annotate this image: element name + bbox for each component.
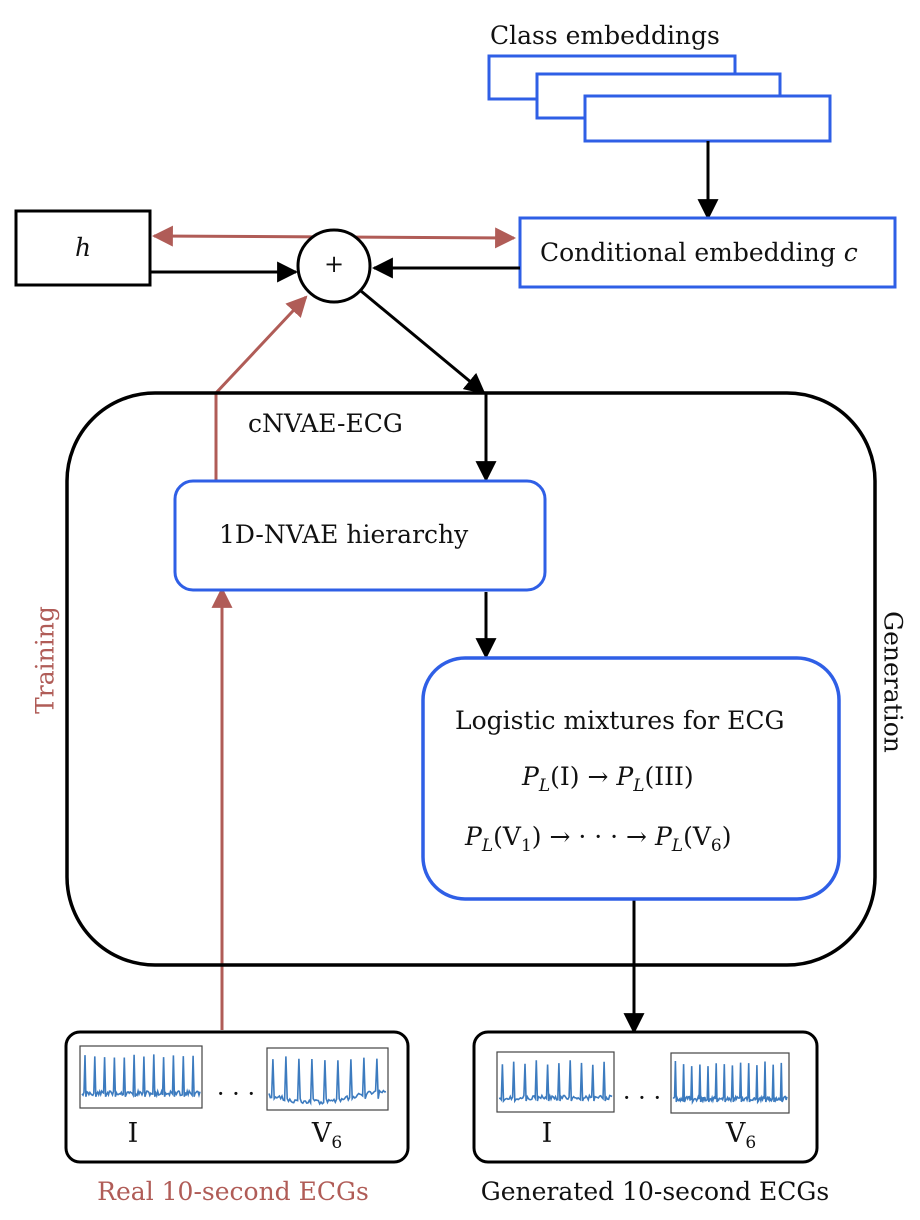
- nvae-hierarchy-label: 1D-NVAE hierarchy: [219, 520, 469, 549]
- sum-node: [296, 228, 372, 304]
- generated-ecg-lead-i: I: [541, 1118, 553, 1149]
- real-lead-v: V: [311, 1118, 332, 1149]
- training-label: Training: [30, 606, 60, 714]
- eq1-b: (III): [644, 762, 694, 791]
- generated-ecg-caption: Generated 10-second ECGs: [480, 1177, 830, 1206]
- eq2-a-sub: 1: [520, 836, 532, 856]
- class-embedding-box-3: [583, 94, 832, 143]
- eq2-b-sub: 6: [710, 836, 722, 856]
- sum-symbol: +: [323, 250, 345, 278]
- nvae-hierarchy-box: [173, 479, 547, 592]
- cnvae-container: [65, 391, 877, 967]
- eq1-sub-1: L: [539, 776, 550, 796]
- real-ecg-plot-lead-i: [79, 1045, 203, 1109]
- generation-label: Generation: [878, 611, 908, 753]
- arrow-sum-to-cnvae: [360, 289, 486, 395]
- generated-ecg-ellipsis: · · ·: [622, 1084, 662, 1112]
- generated-ecg-lead-v6: V6: [726, 1118, 756, 1153]
- eq1-p2: P: [616, 762, 634, 791]
- eq1-sub-1-text: L: [538, 776, 551, 796]
- conditional-embedding-var: c: [843, 238, 858, 267]
- conditional-embedding-box: [518, 216, 897, 289]
- generated-ecg-plot-lead-v6: [670, 1052, 790, 1114]
- eq2-sub-2-text: L: [671, 836, 684, 856]
- logistic-mixtures-box: [421, 656, 841, 901]
- eq2-b2: ): [721, 822, 732, 851]
- logistic-equation-2: PL(V1) → · · · → PL(V6): [465, 822, 731, 856]
- eq1-sub-2: L: [633, 776, 644, 796]
- eq2-sub-1: L: [482, 836, 493, 856]
- training-arrow-up-to-sum: [214, 295, 308, 480]
- generated-ecg-plot-lead-i: [496, 1051, 615, 1113]
- h-box: [14, 209, 152, 287]
- real-ecg-ellipsis: · · ·: [216, 1080, 256, 1108]
- ecg-trace-real-v6: [268, 1056, 387, 1106]
- conditional-embedding-text: Conditional embedding: [540, 238, 844, 267]
- eq2-b1: (V: [683, 822, 711, 851]
- ecg-trace-real-i: [81, 1054, 201, 1099]
- eq1-a: (I) →: [550, 762, 617, 791]
- eq2-p: P: [465, 822, 482, 851]
- generated-lead-v-sub: 6: [745, 1133, 757, 1153]
- cnvae-label: cNVAE-ECG: [248, 409, 403, 438]
- logistic-title: Logistic mixtures for ECG: [455, 706, 785, 735]
- class-embeddings-label: Class embeddings: [490, 21, 720, 50]
- logistic-equation-1: PL(I) → PL(III): [522, 762, 694, 796]
- eq2-sub-1-text: L: [481, 836, 494, 856]
- real-ecg-lead-i: I: [127, 1118, 139, 1149]
- eq2-sub-2: L: [672, 836, 683, 856]
- real-lead-v-sub: 6: [331, 1133, 343, 1153]
- h-variable: h: [75, 233, 92, 262]
- ecg-trace-generated-v6: [672, 1060, 788, 1105]
- eq1-sub-2-text: L: [633, 776, 645, 796]
- eq1-p: P: [522, 762, 539, 791]
- real-ecg-caption: Real 10-second ECGs: [97, 1177, 369, 1206]
- h-label: h: [75, 233, 91, 262]
- eq2-a1: (V: [493, 822, 521, 851]
- eq2-a2: ) → · · · →: [531, 822, 655, 851]
- conditional-embedding-label: Conditional embedding c: [540, 238, 858, 267]
- ecg-trace-generated-i: [498, 1060, 613, 1104]
- real-ecg-lead-v6: V6: [312, 1118, 342, 1153]
- eq2-p2: P: [654, 822, 672, 851]
- generated-lead-v: V: [725, 1118, 746, 1149]
